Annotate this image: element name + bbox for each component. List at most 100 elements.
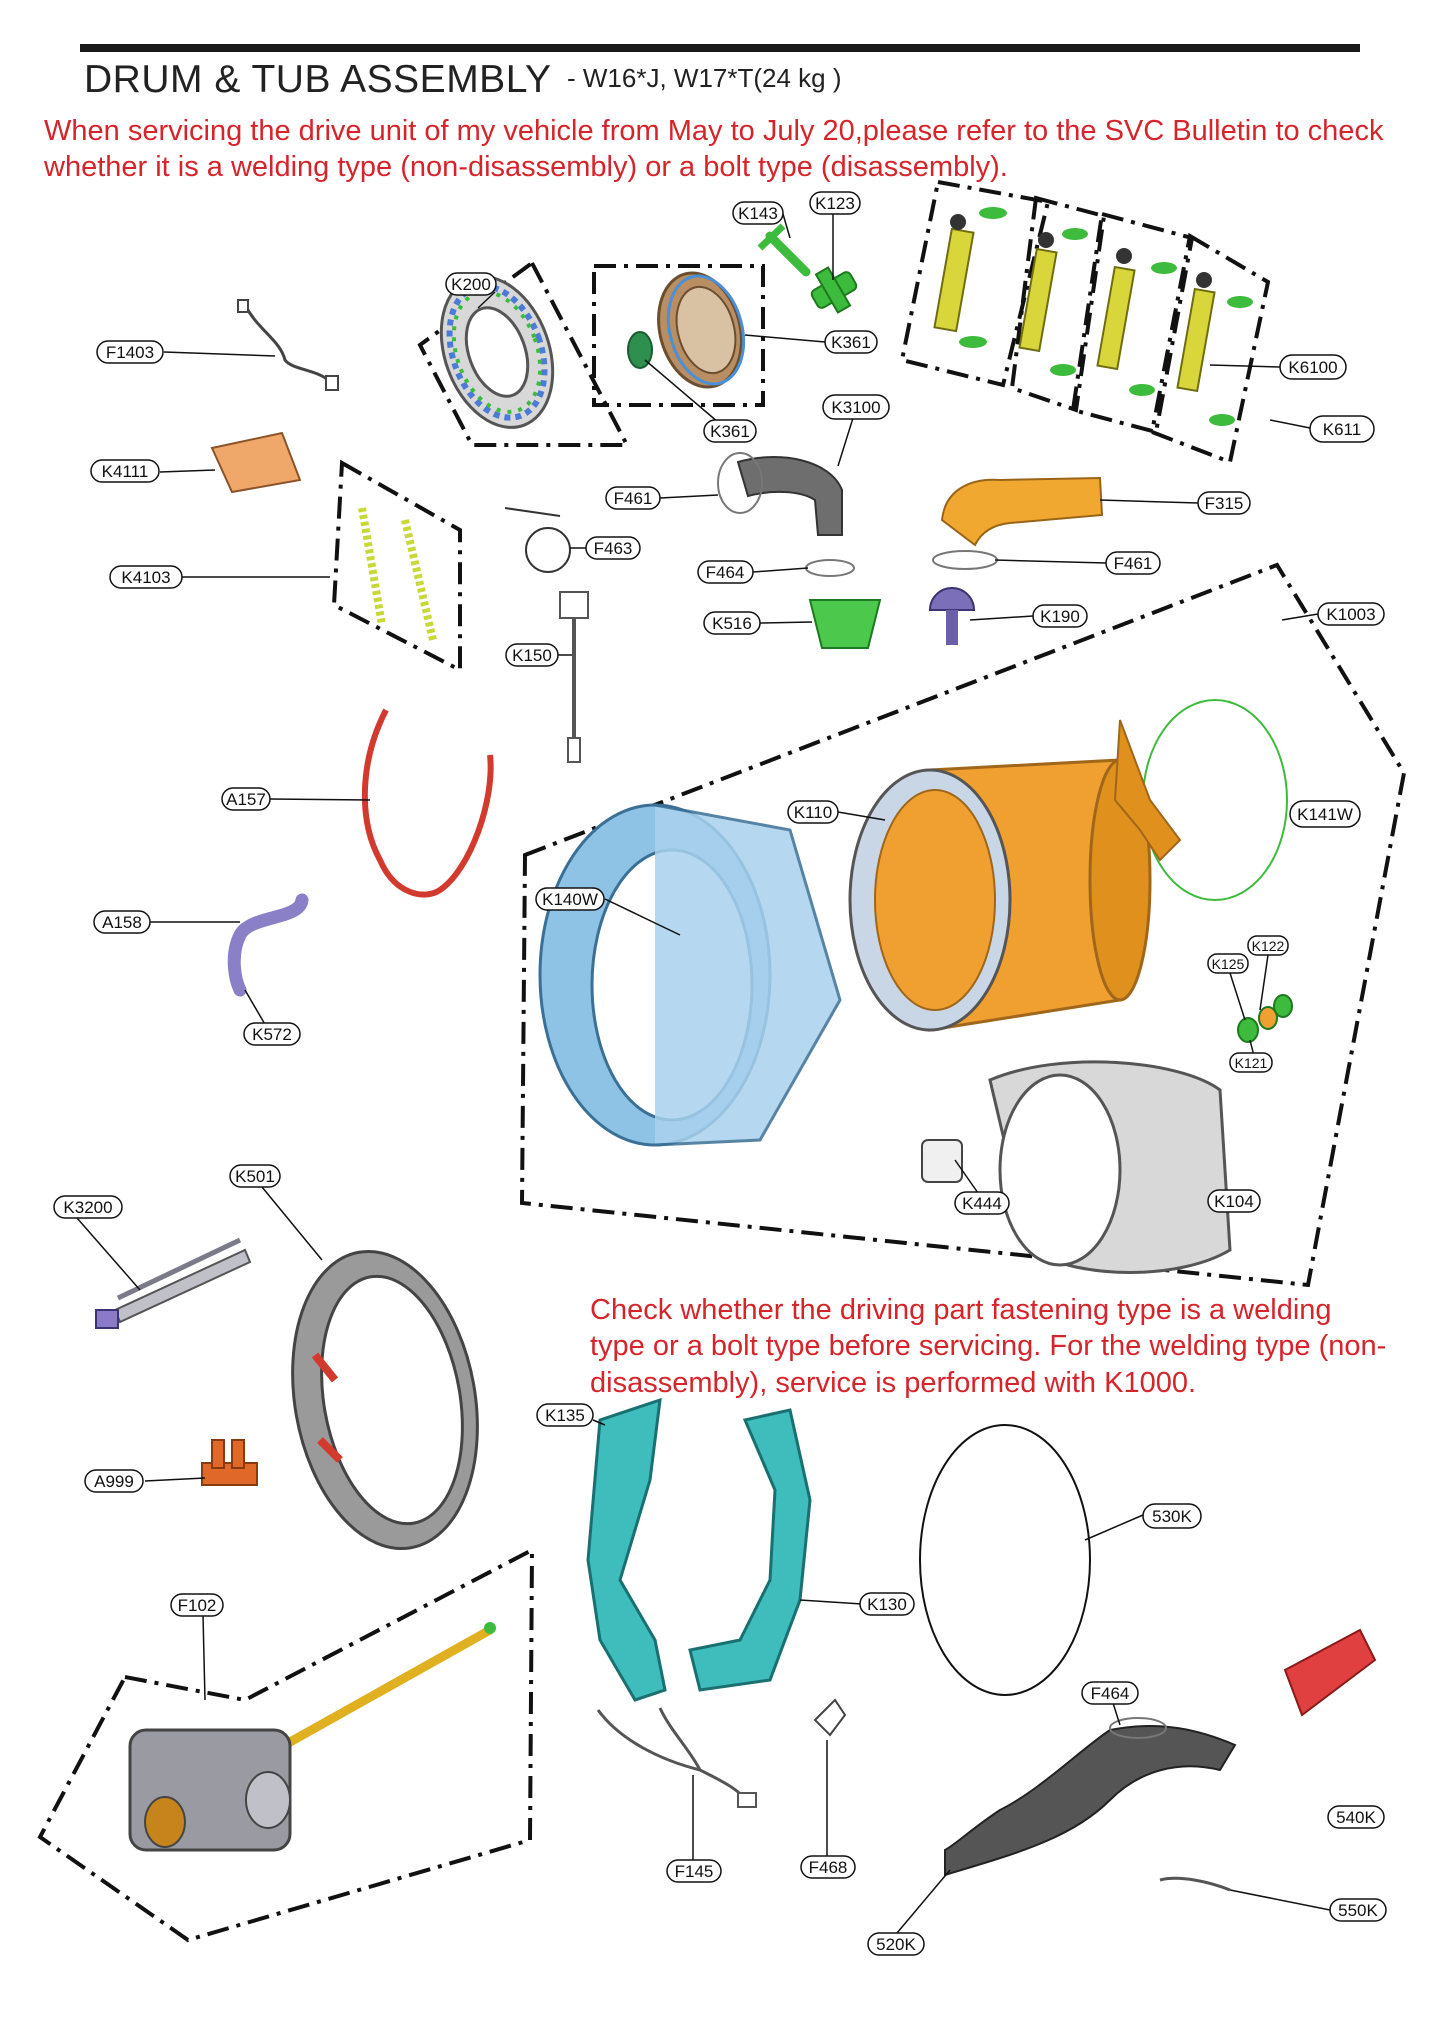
part-label-K1003: K1003: [1317, 602, 1385, 626]
530k-ring-part: [919, 1424, 1091, 1696]
k110-drum-part: [848, 758, 1152, 1032]
part-label-K361-right: K361: [824, 330, 878, 354]
svg-text:K123: K123: [815, 194, 855, 213]
spring-group-outline: [331, 459, 462, 674]
svg-text:K190: K190: [1040, 607, 1080, 626]
svg-text:K3100: K3100: [831, 398, 880, 417]
damper-group-outline-3: [1070, 211, 1195, 435]
svg-text:K4111: K4111: [102, 462, 149, 481]
damper-group-outline-4: [1149, 232, 1271, 465]
part-label-520K: 520K: [867, 1932, 925, 1956]
svg-text:F464: F464: [706, 563, 745, 582]
part-label-F315: F315: [1197, 491, 1251, 515]
svg-text:F468: F468: [809, 1858, 848, 1877]
part-label-K3100: K3100: [822, 394, 890, 420]
part-label-K516: K516: [703, 611, 761, 635]
part-label-K130: K130: [859, 1592, 915, 1616]
part-label-K501: K501: [229, 1164, 281, 1188]
svg-text:F464: F464: [1091, 1684, 1130, 1703]
k200-stator-part: [439, 275, 555, 429]
svg-text:F463: F463: [594, 539, 633, 558]
k141w-ring-part: [1142, 699, 1288, 901]
svg-text:K6100: K6100: [1288, 358, 1337, 377]
part-label-K135: K135: [536, 1403, 594, 1427]
part-label-K150: K150: [505, 643, 559, 667]
service-note-top: When servicing the drive unit of my vehi…: [44, 115, 1384, 184]
k104-tub-rear-part: [988, 1060, 1232, 1274]
part-label-F461-lower: F461: [1105, 551, 1161, 575]
part-label-K361-bottom: K361: [703, 419, 757, 443]
k501-ring-part: [291, 1249, 479, 1551]
k6100-dampers-part: [933, 207, 1253, 426]
svg-text:F315: F315: [1205, 494, 1244, 513]
k140w-tub-front-part: [538, 803, 842, 1147]
k3100-bellows-part: [736, 456, 843, 536]
pump-group-outline: [37, 1546, 535, 1943]
part-label-F464-lower: F464: [1081, 1681, 1139, 1705]
part-label-K123: K123: [809, 191, 861, 215]
svg-text:K141W: K141W: [1297, 805, 1353, 824]
550k-cable-part: [1159, 1876, 1231, 1892]
svg-text:K135: K135: [545, 1406, 585, 1425]
k361-rotor-part: [627, 271, 746, 389]
part-label-530K: 530K: [1142, 1503, 1202, 1529]
svg-text:K501: K501: [235, 1167, 275, 1186]
part-label-K4111: K4111: [90, 459, 160, 483]
leader-lines: [76, 213, 1331, 1934]
part-label-K125: K125: [1207, 953, 1249, 974]
520k-drain-hose-part: [944, 1725, 1237, 1877]
part-label-540K: 540K: [1327, 1805, 1385, 1829]
svg-text:K444: K444: [962, 1194, 1002, 1213]
part-label-K190: K190: [1032, 604, 1088, 628]
page-title: DRUM & TUB ASSEMBLY: [84, 58, 552, 101]
bearings-seals-part: [1237, 994, 1293, 1043]
part-label-K444: K444: [954, 1191, 1010, 1215]
k516-fitting-part: [808, 599, 882, 649]
k123-fitting-part: [810, 266, 858, 314]
f1403-cable-part: [237, 299, 339, 391]
svg-text:K361: K361: [710, 422, 750, 441]
f315-hose-part: [940, 476, 1104, 547]
svg-text:A157: A157: [226, 790, 266, 809]
part-label-F468: F468: [800, 1855, 856, 1879]
k150-sensor-part: [559, 591, 589, 763]
svg-text:540K: 540K: [1336, 1808, 1376, 1827]
svg-text:K572: K572: [252, 1025, 292, 1044]
svg-text:F461: F461: [1114, 554, 1153, 573]
svg-text:F461: F461: [614, 489, 653, 508]
a157-hose-part: [361, 708, 494, 898]
f102-pump-part: [128, 1622, 496, 1852]
model-subtitle: - W16*J, W17*T(24 kg ): [567, 63, 842, 93]
part-label-K611: K611: [1309, 415, 1375, 443]
part-label-K141W: K141W: [1289, 800, 1361, 828]
f461-clamp-part: [717, 452, 763, 514]
svg-text:K125: K125: [1212, 956, 1245, 972]
svg-text:K122: K122: [1252, 938, 1285, 954]
k444-motor-part: [921, 1139, 963, 1183]
svg-text:550K: 550K: [1338, 1901, 1378, 1920]
svg-text:F145: F145: [675, 1862, 714, 1881]
part-label-K140W: K140W: [535, 887, 605, 911]
rotor-group-outline: [592, 264, 765, 407]
svg-text:K104: K104: [1214, 1192, 1254, 1211]
f464-clamp-part-2: [1109, 1717, 1167, 1739]
svg-text:K140W: K140W: [542, 890, 598, 909]
part-label-K572: K572: [243, 1022, 301, 1046]
part-label-F1403: F1403: [96, 340, 164, 364]
svg-text:F1403: F1403: [106, 343, 154, 362]
a999-connector-part: [201, 1439, 258, 1486]
k4111-bracket-part: [210, 431, 302, 494]
part-label-F145: F145: [666, 1859, 722, 1883]
svg-text:K143: K143: [738, 204, 778, 223]
svg-text:K611: K611: [1323, 420, 1361, 439]
k190-button-part: [928, 587, 976, 645]
damper-group-outline-1: [899, 179, 1051, 388]
svg-text:K150: K150: [512, 646, 552, 665]
part-label-K122: K122: [1247, 935, 1289, 956]
svg-text:K516: K516: [712, 614, 752, 633]
svg-text:K110: K110: [794, 803, 832, 822]
svg-text:A158: A158: [102, 913, 142, 932]
drum-spider-part: [1113, 719, 1182, 862]
part-label-K200: K200: [445, 272, 497, 296]
part-label-A158: A158: [93, 910, 151, 934]
